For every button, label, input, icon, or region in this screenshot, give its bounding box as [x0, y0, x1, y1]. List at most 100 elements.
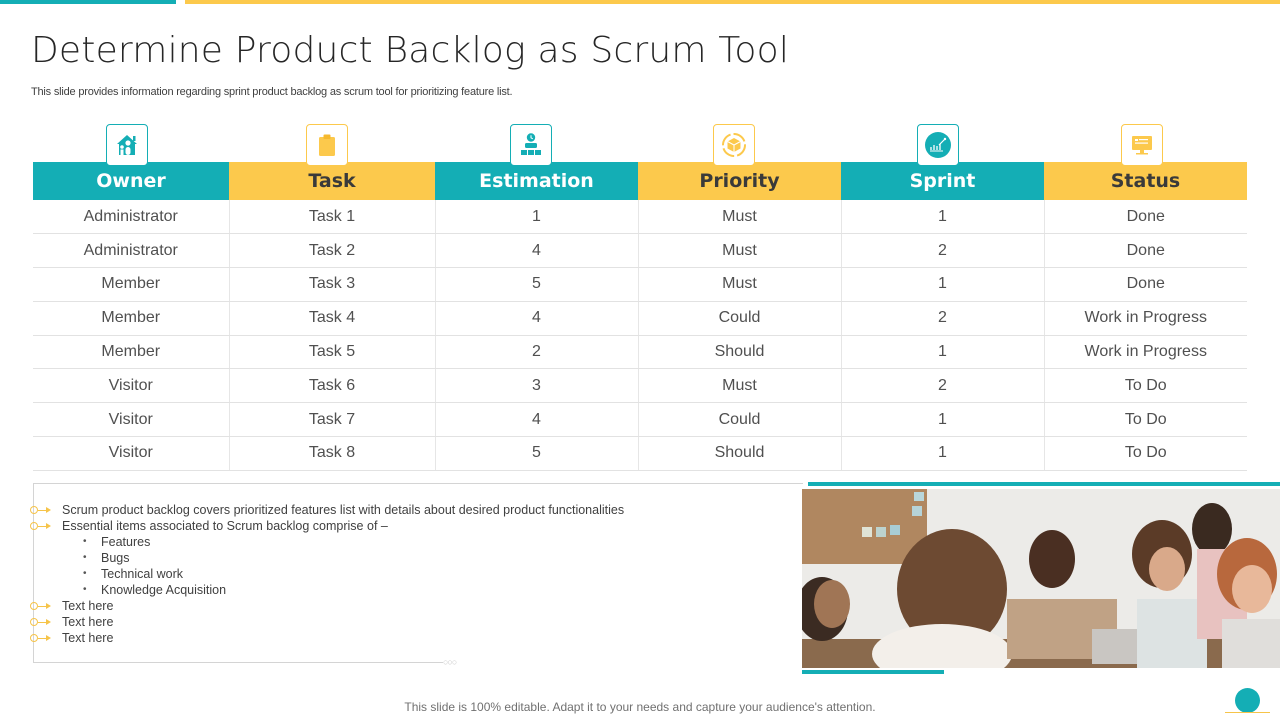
- cell-estimation: 4: [435, 301, 639, 336]
- cell-task: Task 3: [229, 267, 436, 302]
- photo-accent-bar-top: [808, 482, 1280, 486]
- table-row: Administrator Task 2 4 Must 2 Done: [33, 233, 1247, 269]
- note-item: Text here: [30, 598, 624, 614]
- cell-estimation: 5: [435, 436, 639, 471]
- column-header-priority: Priority: [638, 162, 841, 200]
- note-sub-text: Knowledge Acquisition: [101, 583, 227, 597]
- page-subtitle: This slide provides information regardin…: [31, 86, 513, 98]
- cell-priority: Should: [638, 335, 842, 370]
- cell-priority: Must: [638, 233, 842, 269]
- note-sub-text: Bugs: [101, 551, 130, 565]
- table-row: Member Task 3 5 Must 1 Done: [33, 267, 1247, 302]
- cell-sprint: 1: [841, 335, 1045, 370]
- notes-list: Scrum product backlog covers prioritized…: [30, 502, 624, 646]
- backlog-table: Owner Task Estimation Priority Sprint St…: [33, 162, 1247, 471]
- dot-bullet-icon: •: [83, 568, 87, 579]
- growth-chart-icon: [917, 124, 959, 166]
- note-item: Text here: [30, 630, 624, 646]
- notes-frame: [33, 483, 803, 663]
- notes-frame-bottom-line: [33, 662, 443, 663]
- page-title: Determine Product Backlog as Scrum Tool: [31, 30, 790, 71]
- arrow-bullet-icon: [30, 521, 54, 531]
- table-row: Member Task 4 4 Could 2 Work in Progress: [33, 301, 1247, 336]
- slide-marker-underline: [1225, 712, 1270, 713]
- cell-owner: Member: [33, 267, 230, 302]
- column-header-owner: Owner: [33, 162, 229, 200]
- note-item: Essential items associated to Scrum back…: [30, 518, 624, 534]
- cell-estimation: 5: [435, 267, 639, 302]
- house-people-icon: [106, 124, 148, 166]
- cell-task: Task 4: [229, 301, 436, 336]
- note-sub-text: Technical work: [101, 567, 183, 581]
- person-clock-boxes-icon: [510, 124, 552, 166]
- cell-status: Done: [1044, 233, 1247, 269]
- column-header-sprint: Sprint: [841, 162, 1044, 200]
- note-text: Text here: [62, 599, 114, 613]
- cell-estimation: 2: [435, 335, 639, 370]
- cell-status: To Do: [1044, 436, 1247, 471]
- top-accent-bar-yellow: [185, 0, 1280, 4]
- cell-task: Task 8: [229, 436, 436, 471]
- cell-status: To Do: [1044, 402, 1247, 438]
- cell-status: Work in Progress: [1044, 335, 1247, 370]
- cell-task: Task 6: [229, 368, 436, 404]
- top-accent-bar-teal: [0, 0, 176, 4]
- cell-owner: Visitor: [33, 402, 230, 438]
- cell-owner: Member: [33, 301, 230, 336]
- cell-sprint: 1: [841, 402, 1045, 438]
- dot-bullet-icon: •: [83, 552, 87, 563]
- arrow-bullet-icon: [30, 617, 54, 627]
- note-text: Scrum product backlog covers prioritized…: [62, 503, 625, 517]
- team-meeting-photo: [802, 489, 1280, 668]
- cell-task: Task 2: [229, 233, 436, 269]
- table-row: Visitor Task 8 5 Should 1 To Do: [33, 436, 1247, 471]
- cell-owner: Visitor: [33, 436, 230, 471]
- clipboard-icon: [306, 124, 348, 166]
- note-sub-item: • Technical work: [30, 566, 624, 582]
- column-header-task: Task: [229, 162, 435, 200]
- column-header-estimation: Estimation: [435, 162, 638, 200]
- cell-sprint: 1: [841, 200, 1045, 235]
- cell-owner: Administrator: [33, 233, 230, 269]
- cell-status: To Do: [1044, 368, 1247, 404]
- dot-bullet-icon: •: [83, 584, 87, 595]
- cell-estimation: 4: [435, 402, 639, 438]
- table-row: Visitor Task 7 4 Could 1 To Do: [33, 402, 1247, 438]
- cell-owner: Administrator: [33, 200, 230, 235]
- note-text: Text here: [62, 615, 114, 629]
- cell-priority: Could: [638, 301, 842, 336]
- slide-marker-circle-icon: [1235, 688, 1260, 713]
- cell-status: Done: [1044, 267, 1247, 302]
- table-row: Administrator Task 1 1 Must 1 Done: [33, 200, 1247, 235]
- cell-sprint: 2: [841, 368, 1045, 404]
- cell-estimation: 3: [435, 368, 639, 404]
- note-sub-item: • Features: [30, 534, 624, 550]
- cell-sprint: 2: [841, 233, 1045, 269]
- cell-owner: Member: [33, 335, 230, 370]
- cell-sprint: 2: [841, 301, 1045, 336]
- backlog-table-container: Owner Task Estimation Priority Sprint St…: [33, 124, 1247, 471]
- cell-priority: Should: [638, 436, 842, 471]
- note-sub-item: • Knowledge Acquisition: [30, 582, 624, 598]
- cell-owner: Visitor: [33, 368, 230, 404]
- photo-accent-bar-bottom: [802, 670, 944, 674]
- cell-sprint: 1: [841, 436, 1045, 471]
- cell-status: Done: [1044, 200, 1247, 235]
- note-sub-item: • Bugs: [30, 550, 624, 566]
- cell-task: Task 1: [229, 200, 436, 235]
- cell-priority: Must: [638, 200, 842, 235]
- cell-status: Work in Progress: [1044, 301, 1247, 336]
- header-icons-row: [33, 124, 1247, 166]
- arrow-bullet-icon: [30, 633, 54, 643]
- cell-estimation: 4: [435, 233, 639, 269]
- column-header-status: Status: [1044, 162, 1247, 200]
- note-item: Scrum product backlog covers prioritized…: [30, 502, 624, 518]
- cell-sprint: 1: [841, 267, 1045, 302]
- cell-task: Task 7: [229, 402, 436, 438]
- arrow-bullet-icon: [30, 505, 54, 515]
- cell-priority: Must: [638, 267, 842, 302]
- dot-bullet-icon: •: [83, 536, 87, 547]
- table-header-row: Owner Task Estimation Priority Sprint St…: [33, 162, 1247, 200]
- arrow-bullet-icon: [30, 601, 54, 611]
- table-row: Member Task 5 2 Should 1 Work in Progres…: [33, 335, 1247, 370]
